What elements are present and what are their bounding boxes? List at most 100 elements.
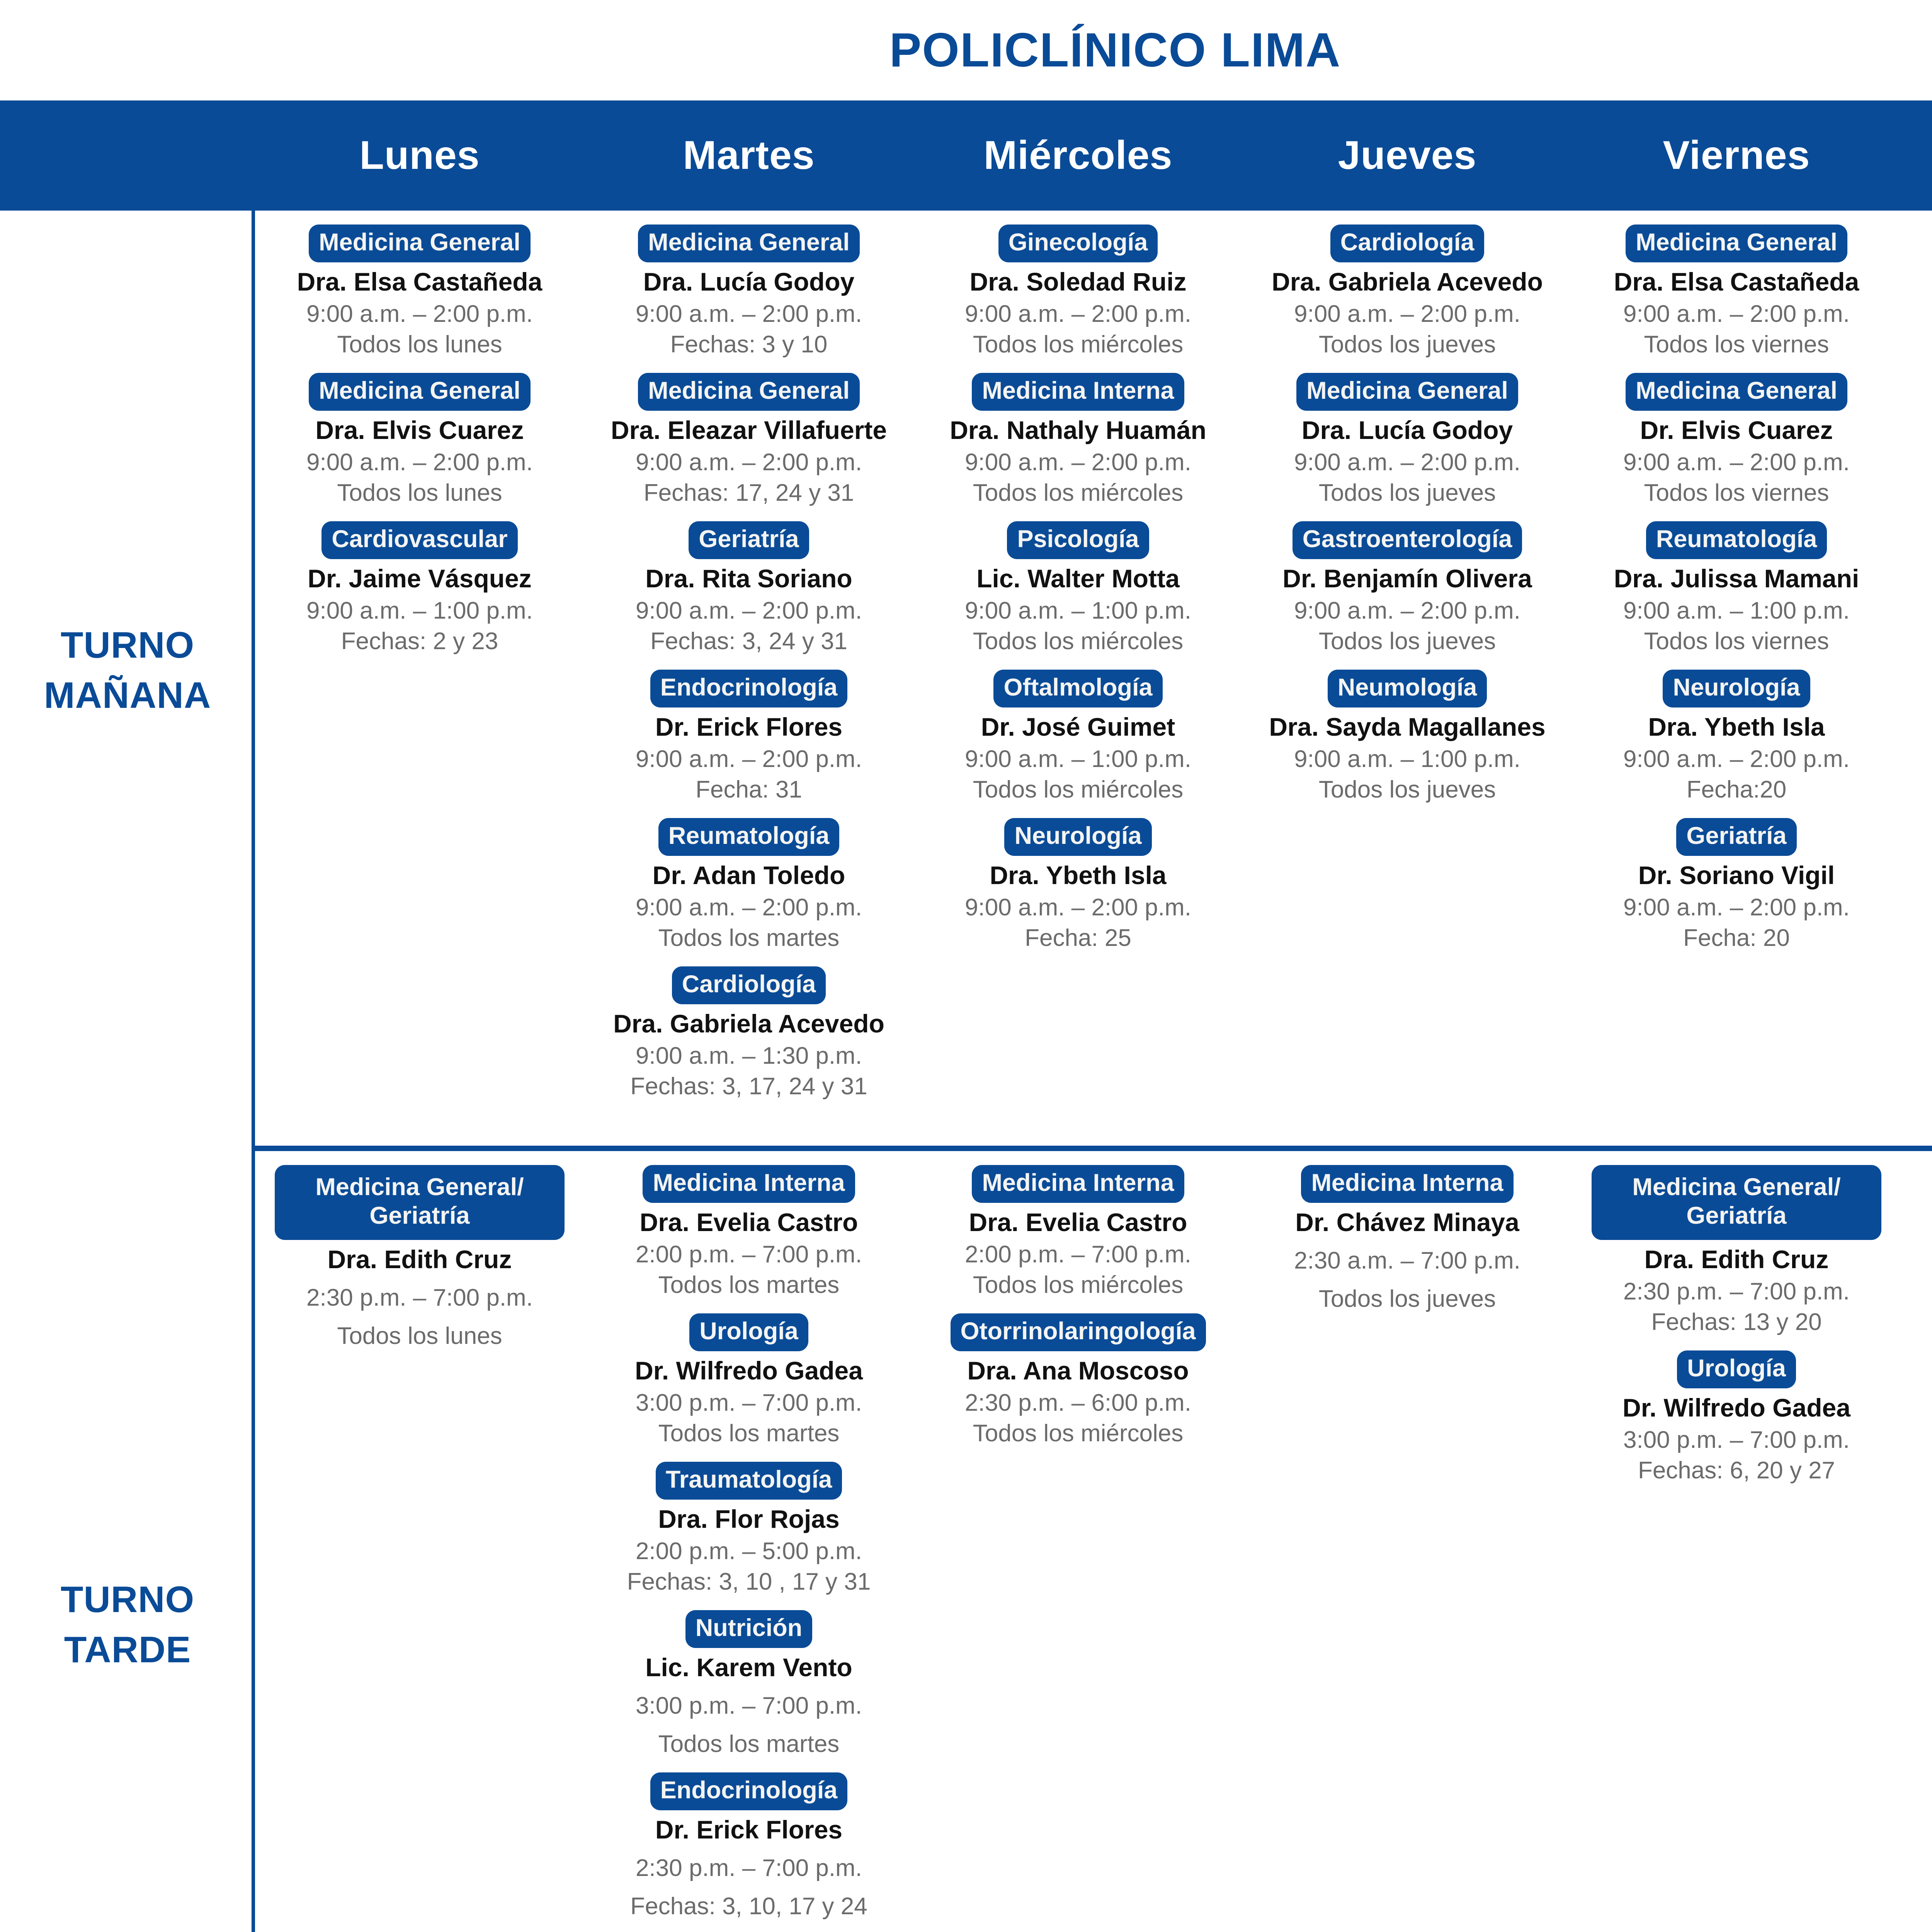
day-header-days: Lunes Martes Miércoles Jueves Viernes Sá… xyxy=(255,133,1932,179)
doctor-name: Dr. Benjamín Olivera xyxy=(1282,564,1532,593)
doctor-name: Dra. Julissa Mamani xyxy=(1614,564,1859,593)
entry-dates: Todos los jueves xyxy=(1318,1285,1496,1312)
entry-hours: 9:00 a.m. – 2:00 p.m. xyxy=(636,301,862,328)
specialty-badge: Oftalmología xyxy=(993,669,1163,708)
entry-dates: Todos los miércoles xyxy=(973,776,1184,803)
doctor-name: Dra. Elsa Castañeda xyxy=(297,267,543,296)
doctor-name: Dra. Elsa Castañeda xyxy=(1614,267,1859,296)
doctor-name: Lic. Karem Vento xyxy=(645,1653,852,1682)
specialty-badge: Neumología xyxy=(1327,669,1487,708)
day-header-lunes: Lunes xyxy=(359,133,480,178)
specialty-badge: Medicina General xyxy=(1296,372,1518,411)
entry-dates: Todos los miércoles xyxy=(973,628,1184,655)
entry-dates: Fechas: 3, 10, 17 y 24 xyxy=(630,1893,867,1920)
doctor-name: Dra. Soledad Ruiz xyxy=(969,267,1187,296)
vertical-divider xyxy=(252,211,255,1130)
entry-hours: 2:00 p.m. – 7:00 p.m. xyxy=(636,1241,862,1268)
doctor-name: Dra. Edith Cruz xyxy=(1644,1245,1829,1274)
entry-dates: Fecha:20 xyxy=(1686,776,1787,803)
doctor-name: Dr. Wilfredo Gadea xyxy=(635,1356,863,1385)
entry-dates: Fechas: 3 y 10 xyxy=(670,331,828,358)
entry-dates: Fechas: 3, 24 y 31 xyxy=(650,628,848,655)
specialty-badge: Medicina General xyxy=(638,372,860,411)
entry-hours: 2:30 a.m. – 7:00 p.m. xyxy=(1294,1247,1520,1274)
specialty-badge: Medicina General/ Geriatría xyxy=(1591,1165,1882,1240)
specialty-badge: Cardiología xyxy=(672,966,826,1005)
entry-dates: Todos los miércoles xyxy=(973,1420,1184,1447)
entry-dates: Todos los miércoles xyxy=(973,1271,1184,1298)
specialty-badge: Medicina General xyxy=(309,224,531,263)
entry-hours: 2:30 p.m. – 7:00 p.m. xyxy=(636,1854,862,1881)
vertical-divider-holder xyxy=(0,1130,255,1146)
day-header-sabado: Sábado xyxy=(1901,133,1932,179)
specialty-badge: Traumatología xyxy=(655,1461,842,1500)
entry-dates: Todos los lunes xyxy=(337,331,502,358)
doctor-name: Dra. Gabriela Acevedo xyxy=(613,1009,884,1038)
page-title: POLICLÍNICO LIMA xyxy=(889,24,1341,77)
horizontal-divider xyxy=(255,1145,1932,1151)
doctor-name: Dr. Erick Flores xyxy=(655,1815,843,1844)
doctor-name: Dra. Ybeth Isla xyxy=(1908,564,1932,594)
specialty-badge: Endocrinología xyxy=(650,669,848,708)
entry-hours: 9:00 a.m. – 1:00 p.m. xyxy=(1908,299,1932,329)
specialty-badge: Urología xyxy=(1677,1350,1796,1389)
doctor-name: Dra. Elvis Cuarez xyxy=(315,416,524,445)
doctor-name: Dr. Erick Flores xyxy=(655,713,843,742)
doctor-name: Lic. Walter Motta xyxy=(976,564,1180,593)
doctor-name: Dr. José Guimet xyxy=(981,713,1175,742)
entry-dates: Todos los miércoles xyxy=(973,480,1184,507)
entry-hours: 9:00 a.m. – 1:00 p.m. xyxy=(1908,448,1932,478)
entry-hours: 2:00 p.m. – 7:00 p.m. xyxy=(965,1241,1191,1268)
specialty-badge: Neurología xyxy=(1663,669,1810,708)
entry-dates: Todos los jueves xyxy=(1318,331,1496,358)
specialty-badge: Geriatría xyxy=(1676,818,1797,856)
doctor-name: Dra. Gabriela Acevedo xyxy=(1272,267,1543,296)
doctor-name: Dra. Lucía Godoy xyxy=(1908,267,1932,297)
entry-dates: Fechas: 14, 21 y 28 xyxy=(1908,478,1932,508)
doctor-name: Dra. Edith Cruz xyxy=(327,1245,512,1274)
